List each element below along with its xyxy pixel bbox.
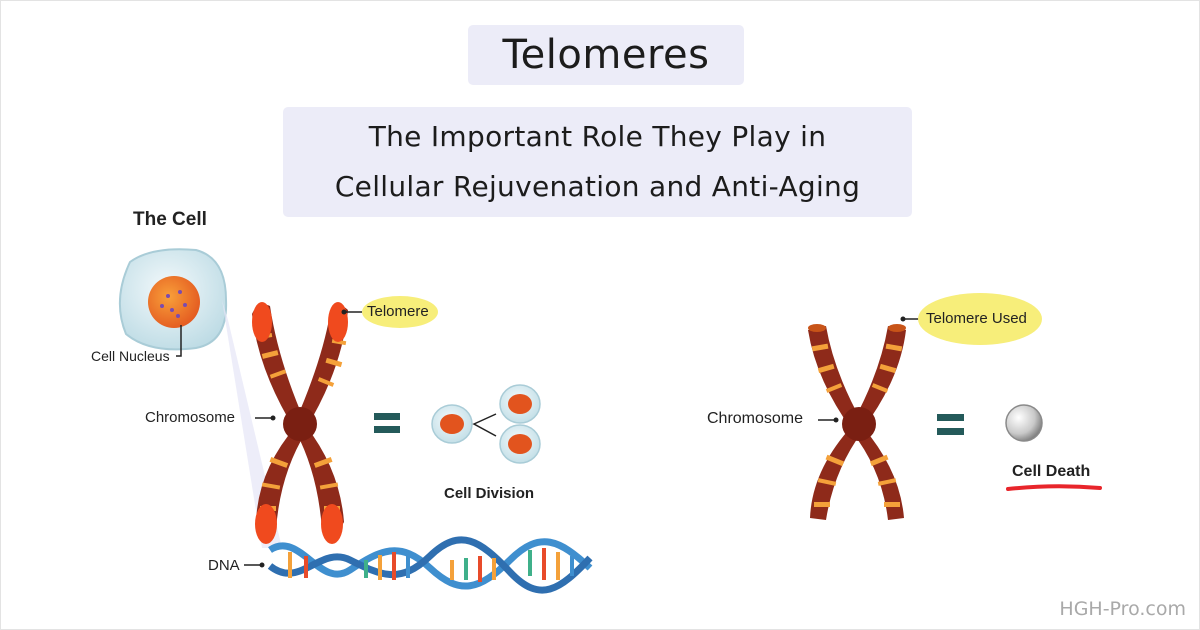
left-equals-icon bbox=[374, 413, 400, 433]
left-centromere bbox=[283, 407, 317, 441]
subtitle-box: The Important Role They Play in Cellular… bbox=[283, 107, 912, 217]
dna-label: DNA bbox=[208, 557, 240, 574]
dna-helix-icon bbox=[267, 536, 593, 594]
title-box: Telomeres bbox=[468, 25, 744, 85]
right-centromere bbox=[842, 407, 876, 441]
page-title: Telomeres bbox=[502, 32, 710, 78]
right-chromosome-icon bbox=[808, 324, 906, 520]
cell-death-label: Cell Death bbox=[1012, 463, 1091, 480]
left-chromosome-label: Chromosome bbox=[145, 409, 236, 426]
cell-death-underline bbox=[1006, 484, 1102, 491]
left-chromosome-icon bbox=[252, 302, 348, 544]
cell-nucleus-pointer bbox=[176, 325, 182, 357]
right-equals-icon bbox=[937, 414, 964, 435]
telomere-label: Telomere bbox=[367, 303, 429, 320]
cell-nucleus-label: Cell Nucleus bbox=[91, 348, 170, 364]
subtitle-line-2: Cellular Rejuvenation and Anti-Aging bbox=[334, 170, 861, 203]
subtitle-line-1: The Important Role They Play in bbox=[368, 120, 827, 153]
cell-nucleus-icon bbox=[148, 276, 200, 328]
watermark: HGH-Pro.com bbox=[1059, 598, 1186, 620]
telomere-used-bubble bbox=[918, 293, 1042, 345]
telomere-bubble bbox=[362, 296, 438, 328]
cell-heading: The Cell bbox=[133, 209, 207, 230]
dead-cell-icon bbox=[1005, 404, 1043, 442]
cell-icon bbox=[118, 248, 228, 351]
cell-division-icon bbox=[431, 384, 541, 464]
cell-division-label: Cell Division bbox=[444, 485, 535, 502]
telomere-used-label: Telomere Used bbox=[926, 310, 1027, 327]
right-chromosome-label: Chromosome bbox=[707, 410, 804, 427]
